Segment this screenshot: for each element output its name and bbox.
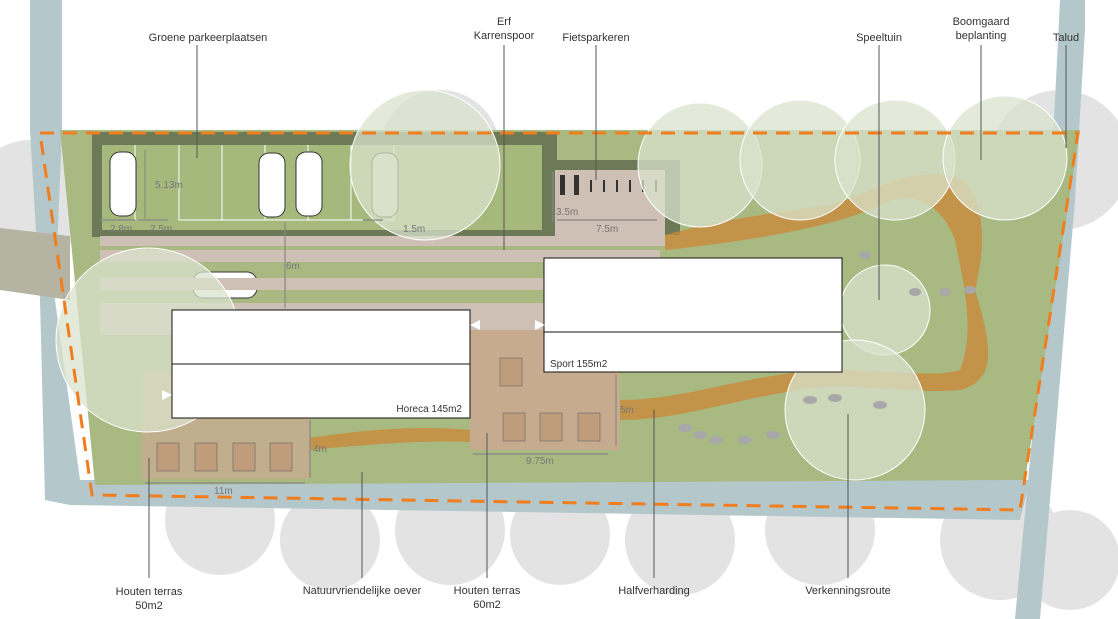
label-talud: Talud bbox=[1053, 32, 1079, 44]
dim-5-13: 5.13m bbox=[155, 180, 183, 191]
dim-5: 5m bbox=[620, 405, 634, 416]
dimension-lines bbox=[100, 150, 657, 484]
dim-3-5: 3.5m bbox=[556, 207, 578, 218]
dimension-labels: 2.8m 2.5m 5.13m 1.5m 3.5m 7.5m 6m 4m 11m… bbox=[110, 180, 634, 497]
label-speeltuin: Speeltuin bbox=[856, 32, 902, 44]
entry-road bbox=[0, 228, 70, 300]
water-canal-bottom bbox=[60, 480, 1030, 520]
dim-2-5: 2.5m bbox=[150, 224, 172, 235]
bottom-labels: Houten terras 50m2 Natuurvriendelijke oe… bbox=[116, 585, 891, 612]
entrance-markers bbox=[162, 320, 545, 400]
label-fietsparkeren: Fietsparkeren bbox=[562, 32, 629, 44]
label-60m2: 60m2 bbox=[473, 599, 501, 611]
dim-11: 11m bbox=[214, 486, 233, 497]
horeca-label: Horeca 145m2 bbox=[396, 404, 462, 415]
label-houten-terras-60: Houten terras bbox=[454, 585, 521, 597]
label-erf: Erf bbox=[497, 16, 512, 28]
terrace-tables bbox=[156, 357, 601, 472]
dim-9-75: 9.75m bbox=[526, 456, 554, 467]
label-halfverharding: Halfverharding bbox=[618, 585, 690, 597]
label-boomgaard: Boomgaard bbox=[953, 16, 1010, 28]
label-natuurvriendelijke-oever: Natuurvriendelijke oever bbox=[303, 585, 422, 597]
building-sport: Sport 155m2 bbox=[543, 257, 843, 373]
sport-label: Sport 155m2 bbox=[550, 359, 608, 370]
plan-boundary bbox=[38, 131, 1080, 512]
stepping-stones bbox=[678, 251, 976, 444]
halfverharding-path bbox=[620, 174, 989, 420]
dim-2-8: 2.8m bbox=[110, 224, 132, 235]
label-houten-terras-50: Houten terras bbox=[116, 586, 183, 598]
label-beplanting: beplanting bbox=[956, 30, 1007, 42]
dim-6: 6m bbox=[286, 261, 300, 272]
label-verkenningsroute: Verkenningsroute bbox=[805, 585, 891, 597]
dim-1-5: 1.5m bbox=[403, 224, 425, 235]
leader-lines bbox=[148, 45, 1067, 578]
top-labels: Groene parkeerplaatsen Erf Karrenspoor F… bbox=[149, 16, 1079, 44]
label-50m2: 50m2 bbox=[135, 600, 163, 612]
dim-4: 4m bbox=[313, 444, 327, 455]
label-groene-parkeerplaatsen: Groene parkeerplaatsen bbox=[149, 32, 268, 44]
label-karrenspoor: Karrenspoor bbox=[474, 30, 535, 42]
dim-7-5: 7.5m bbox=[596, 224, 618, 235]
building-horeca: Horeca 145m2 bbox=[171, 309, 471, 419]
